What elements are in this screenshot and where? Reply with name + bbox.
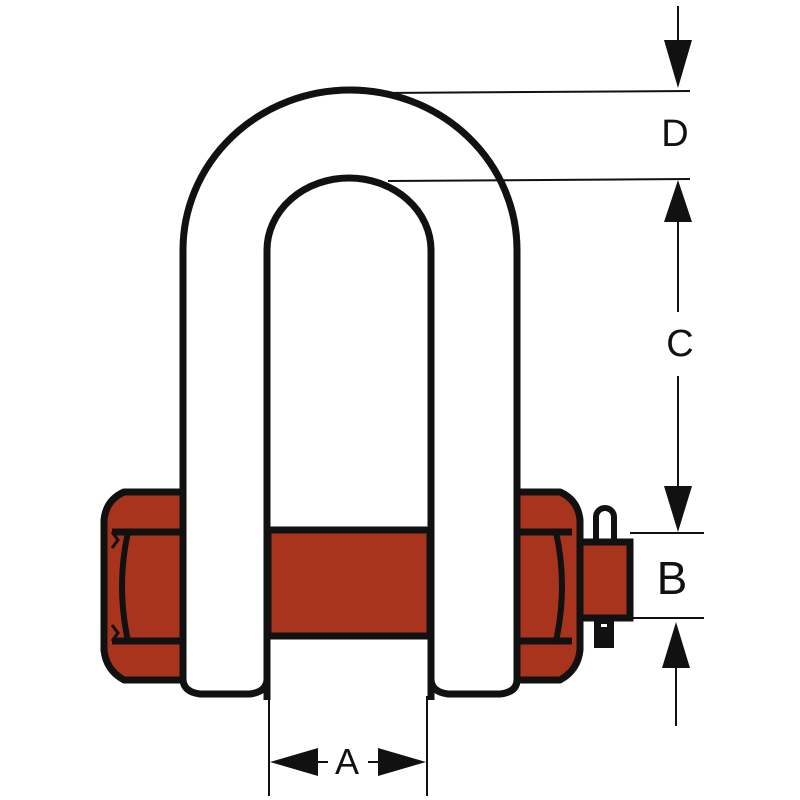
bolt-head [100, 488, 190, 684]
hex-nut [510, 488, 584, 684]
dimension-c [630, 180, 704, 534]
dimension-label-d: D [661, 113, 689, 155]
dimension-d [377, 6, 692, 182]
dimension-label-a: A [332, 741, 362, 782]
shackle-pin [263, 520, 435, 700]
dimension-label-c: C [666, 323, 694, 365]
dimension-a [268, 696, 428, 796]
dimension-label-b: B [656, 552, 688, 604]
bolt-end [576, 538, 634, 622]
dimension-b [630, 617, 704, 726]
